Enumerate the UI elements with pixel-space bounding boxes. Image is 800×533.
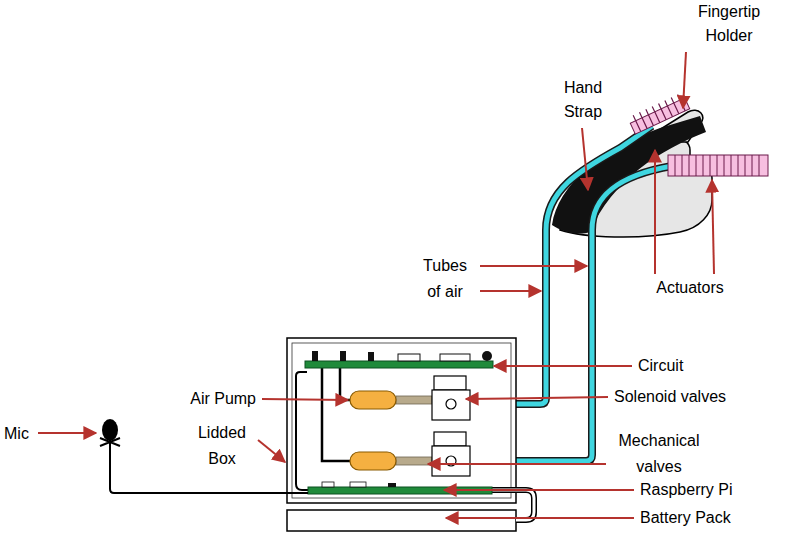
part-label: Mic	[4, 424, 29, 444]
leader-arrow	[428, 463, 606, 465]
circuit-connector	[398, 354, 420, 361]
actuator-ribs	[633, 95, 685, 132]
leader-arrow	[38, 432, 96, 434]
solenoid-valve	[434, 376, 466, 390]
box-lid-line	[292, 343, 511, 498]
valve-knob	[446, 399, 456, 409]
solenoid-valve	[434, 432, 466, 446]
leader-arrow	[494, 365, 632, 367]
part-label: Air Pump	[190, 389, 256, 409]
leader-arrow	[258, 440, 285, 462]
leader-arrow	[712, 180, 714, 274]
leader-arrow	[582, 128, 588, 190]
circuit-component	[368, 352, 374, 361]
leader-arrow	[466, 397, 608, 399]
pump-wire	[340, 368, 350, 400]
part-label: Solenoid valves	[614, 387, 726, 407]
leader-arrows	[38, 52, 714, 518]
part-label: Battery Pack	[640, 508, 731, 528]
circuit-component	[312, 351, 318, 361]
circuit-component	[340, 351, 346, 361]
circuit-board	[305, 361, 493, 368]
pump-connector	[396, 457, 432, 465]
battery-pack-box	[287, 510, 516, 531]
part-label: Actuators	[656, 278, 724, 298]
fingertip-holder-drawing	[628, 92, 690, 134]
mic-icon	[102, 419, 118, 441]
part-label: Circuit	[638, 356, 683, 376]
pump-wire	[322, 368, 350, 461]
leader-arrow	[262, 399, 348, 400]
air-pump-capsule	[350, 452, 396, 470]
pump-connector	[396, 396, 432, 404]
circuit-component	[482, 351, 492, 361]
part-label: Fingertip Holder	[686, 0, 772, 48]
internal-wire	[296, 372, 308, 490]
actuator-ribs	[675, 155, 759, 176]
power-cable-outline	[490, 490, 534, 520]
power-cable	[490, 490, 534, 520]
leader-arrow	[480, 290, 541, 292]
mechanical-valve	[432, 390, 470, 420]
leader-arrow	[654, 150, 656, 274]
circuit-connector	[440, 354, 470, 361]
board-component	[388, 483, 396, 487]
leader-arrow	[446, 517, 634, 519]
thumb-actuator	[668, 155, 768, 176]
part-label: Mechanical valves	[614, 428, 704, 480]
part-label: Lidded Box	[191, 420, 253, 472]
part-label: Tubes of air	[416, 253, 474, 305]
board-component	[350, 482, 366, 487]
air-pump-capsule	[350, 391, 396, 409]
part-label: Hand Strap	[553, 76, 613, 124]
mechanical-valve	[432, 446, 470, 476]
lidded-box-outline	[287, 338, 516, 503]
leader-arrow	[480, 265, 587, 267]
board-component	[322, 482, 334, 487]
leader-arrow	[683, 52, 686, 108]
part-label: Raspberry Pi	[640, 480, 732, 500]
leader-arrow	[444, 489, 634, 491]
